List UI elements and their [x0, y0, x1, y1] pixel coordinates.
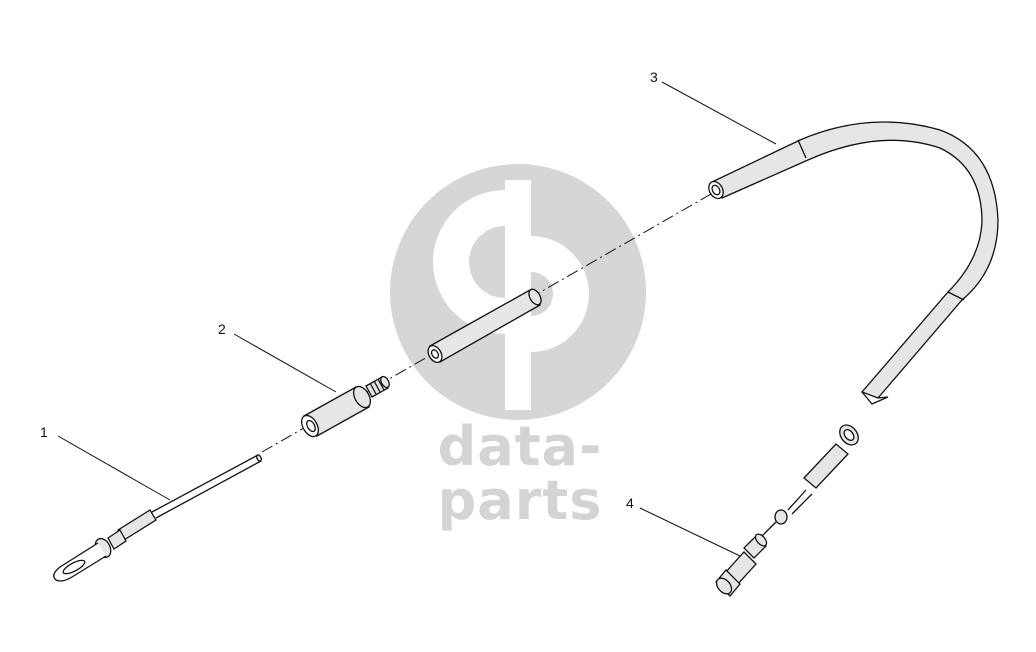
leader-line-4: [639, 507, 741, 557]
callout-4[interactable]: 4: [626, 495, 634, 511]
watermark-text: data-parts: [437, 415, 603, 532]
part-4-fitting: [715, 424, 859, 597]
leader-line-2: [233, 333, 337, 393]
part-tube: [427, 288, 542, 364]
leader-line-1: [57, 435, 171, 501]
part-2-sleeve: [300, 375, 390, 438]
callout-1[interactable]: 1: [40, 424, 48, 440]
callout-2[interactable]: 2: [218, 321, 226, 337]
part-3-conduit: [708, 121, 999, 405]
callout-3[interactable]: 3: [650, 69, 658, 85]
part-1-rod: [53, 454, 263, 582]
leader-line-3: [661, 81, 777, 145]
